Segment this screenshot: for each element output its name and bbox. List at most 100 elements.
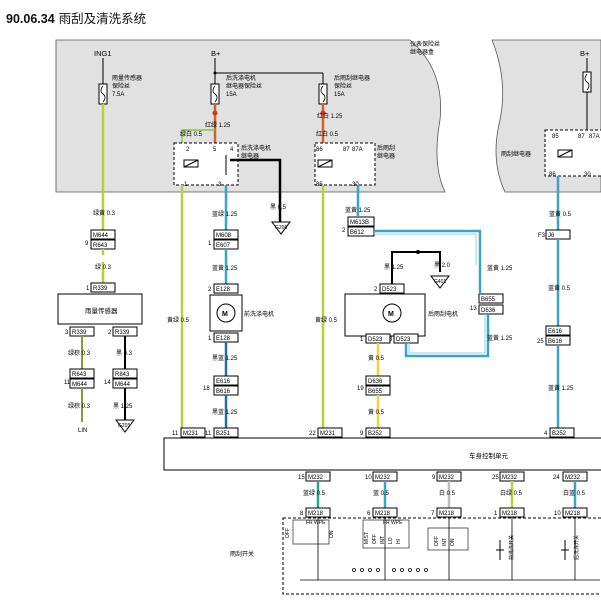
svg-text:F3: F3 [538, 233, 546, 239]
svg-text:24: 24 [553, 475, 560, 481]
svg-text:R339: R339 [115, 330, 130, 336]
svg-text:M608: M608 [216, 233, 232, 239]
svg-text:红白 1.25: 红白 1.25 [317, 112, 343, 120]
svg-text:D523: D523 [368, 337, 383, 343]
svg-text:B251: B251 [216, 431, 231, 437]
svg-text:白 0.5: 白 0.5 [439, 489, 456, 497]
svg-text:87: 87 [343, 147, 350, 153]
svg-text:2: 2 [342, 228, 346, 234]
svg-text:M232: M232 [565, 475, 581, 481]
rain-sensor [57, 293, 143, 325]
svg-text:红白 0.5: 红白 0.5 [316, 130, 339, 138]
svg-text:M232: M232 [502, 475, 518, 481]
svg-text:19: 19 [357, 386, 364, 392]
wire-green-white [181, 129, 215, 145]
svg-text:11: 11 [205, 431, 212, 437]
svg-text:15: 15 [298, 475, 305, 481]
svg-text:蓝绿 0.5: 蓝绿 0.5 [303, 489, 326, 497]
relay-wiper: 85 87 87A 86 30 雨刮继电器 [501, 129, 601, 178]
svg-text:白绿 0.5: 白绿 0.5 [500, 489, 523, 497]
svg-text:INT: INT [380, 536, 386, 544]
svg-text:黑 1.25: 黑 1.25 [113, 403, 133, 410]
svg-text:5: 5 [213, 147, 217, 153]
svg-text:蓝黄 1.25: 蓝黄 1.25 [345, 206, 371, 214]
svg-text:87: 87 [578, 134, 585, 140]
svg-text:蓝黄 0.5: 蓝黄 0.5 [548, 284, 571, 292]
svg-text:R339: R339 [93, 286, 108, 292]
svg-text:1: 1 [86, 286, 90, 292]
svg-text:R339: R339 [72, 330, 87, 336]
svg-text:M644: M644 [93, 233, 109, 239]
svg-text:2: 2 [374, 287, 378, 293]
svg-text:B655: B655 [481, 297, 496, 303]
svg-text:蓝黄 1.25: 蓝黄 1.25 [212, 264, 238, 272]
svg-text:M218: M218 [565, 511, 581, 517]
svg-text:7: 7 [431, 511, 435, 517]
svg-text:M644: M644 [115, 382, 131, 388]
svg-text:13: 13 [470, 306, 477, 312]
fusebox-label-2: 继电器盒 [410, 48, 434, 56]
svg-text:1: 1 [184, 182, 188, 188]
svg-text:D523: D523 [396, 337, 411, 343]
svg-text:LIN: LIN [78, 428, 87, 434]
bplus-label-1: B+ [211, 49, 221, 58]
svg-text:1: 1 [494, 511, 498, 517]
svg-text:14: 14 [104, 380, 111, 386]
svg-text:M218: M218 [439, 511, 455, 517]
svg-text:11: 11 [172, 431, 179, 437]
svg-text:4: 4 [230, 147, 234, 153]
svg-text:绿 0.3: 绿 0.3 [95, 263, 112, 271]
svg-text:蓝黄 0.5: 蓝黄 0.5 [549, 210, 572, 218]
svg-text:M: M [222, 311, 228, 318]
switch-connectors: 8 M218 6 M218 7 M218 1 M218 10 M218 [300, 507, 588, 518]
relay-rear-wash: 2 5 4 1 3 后洗涤电机 继电器 [173, 142, 271, 188]
svg-text:ON: ON [450, 538, 456, 546]
svg-text:后雨刮继电器: 后雨刮继电器 [334, 74, 370, 82]
svg-text:4: 4 [544, 431, 548, 437]
svg-text:8: 8 [300, 511, 304, 517]
svg-text:2: 2 [208, 287, 212, 293]
svg-text:86: 86 [549, 172, 556, 178]
svg-text:继电器: 继电器 [377, 152, 395, 160]
svg-text:后雨刮电机: 后雨刮电机 [428, 310, 458, 318]
wiper-switch [282, 517, 601, 595]
svg-text:3: 3 [389, 337, 393, 343]
svg-text:黑 0.3: 黑 0.3 [116, 350, 133, 357]
svg-text:2: 2 [108, 330, 112, 336]
svg-text:E128: E128 [216, 336, 231, 342]
svg-text:15A: 15A [226, 92, 237, 98]
svg-text:雨量传感器: 雨量传感器 [85, 306, 118, 315]
svg-text:1: 1 [360, 337, 364, 343]
bcm-bottom-connectors: 15 M232 10 M232 9 M232 25 M232 24 M232 [298, 471, 588, 482]
svg-text:蓝绿 1.25: 蓝绿 1.25 [212, 210, 238, 218]
svg-text:D636: D636 [481, 308, 496, 314]
svg-text:B252: B252 [368, 431, 383, 437]
svg-text:蓝 0.5: 蓝 0.5 [373, 489, 390, 497]
svg-text:绿棕 0.3: 绿棕 0.3 [68, 402, 91, 410]
svg-text:黑 2.0: 黑 2.0 [434, 262, 451, 269]
svg-text:E607: E607 [216, 243, 231, 249]
fuse-rear-wash: 后洗涤电机 继电器保险丝 15A [210, 58, 324, 105]
svg-text:黄 0.5: 黄 0.5 [368, 354, 385, 362]
svg-text:86: 86 [316, 147, 323, 153]
svg-text:M231: M231 [320, 431, 336, 437]
svg-text:B655: B655 [368, 389, 383, 395]
svg-text:后洗涤电机: 后洗涤电机 [226, 74, 256, 82]
svg-text:绿白 0.5: 绿白 0.5 [180, 130, 203, 138]
fusebox-label-1: 仪表保险丝 [410, 40, 440, 48]
svg-text:9: 9 [432, 475, 436, 481]
svg-text:保险丝: 保险丝 [334, 82, 352, 90]
svg-text:白蓝 0.5: 白蓝 0.5 [563, 489, 586, 497]
svg-text:R843: R843 [115, 372, 130, 378]
svg-text:蓝黄 1.25: 蓝黄 1.25 [548, 384, 574, 392]
svg-text:9: 9 [85, 241, 89, 247]
svg-text:G401: G401 [434, 279, 446, 285]
svg-text:FR WPE: FR WPE [383, 520, 403, 526]
svg-text:25: 25 [492, 475, 499, 481]
svg-text:M218: M218 [502, 511, 518, 517]
svg-text:3: 3 [65, 330, 69, 336]
svg-text:M644: M644 [72, 382, 88, 388]
svg-text:10: 10 [365, 475, 372, 481]
wire-black-g206 [230, 158, 282, 222]
